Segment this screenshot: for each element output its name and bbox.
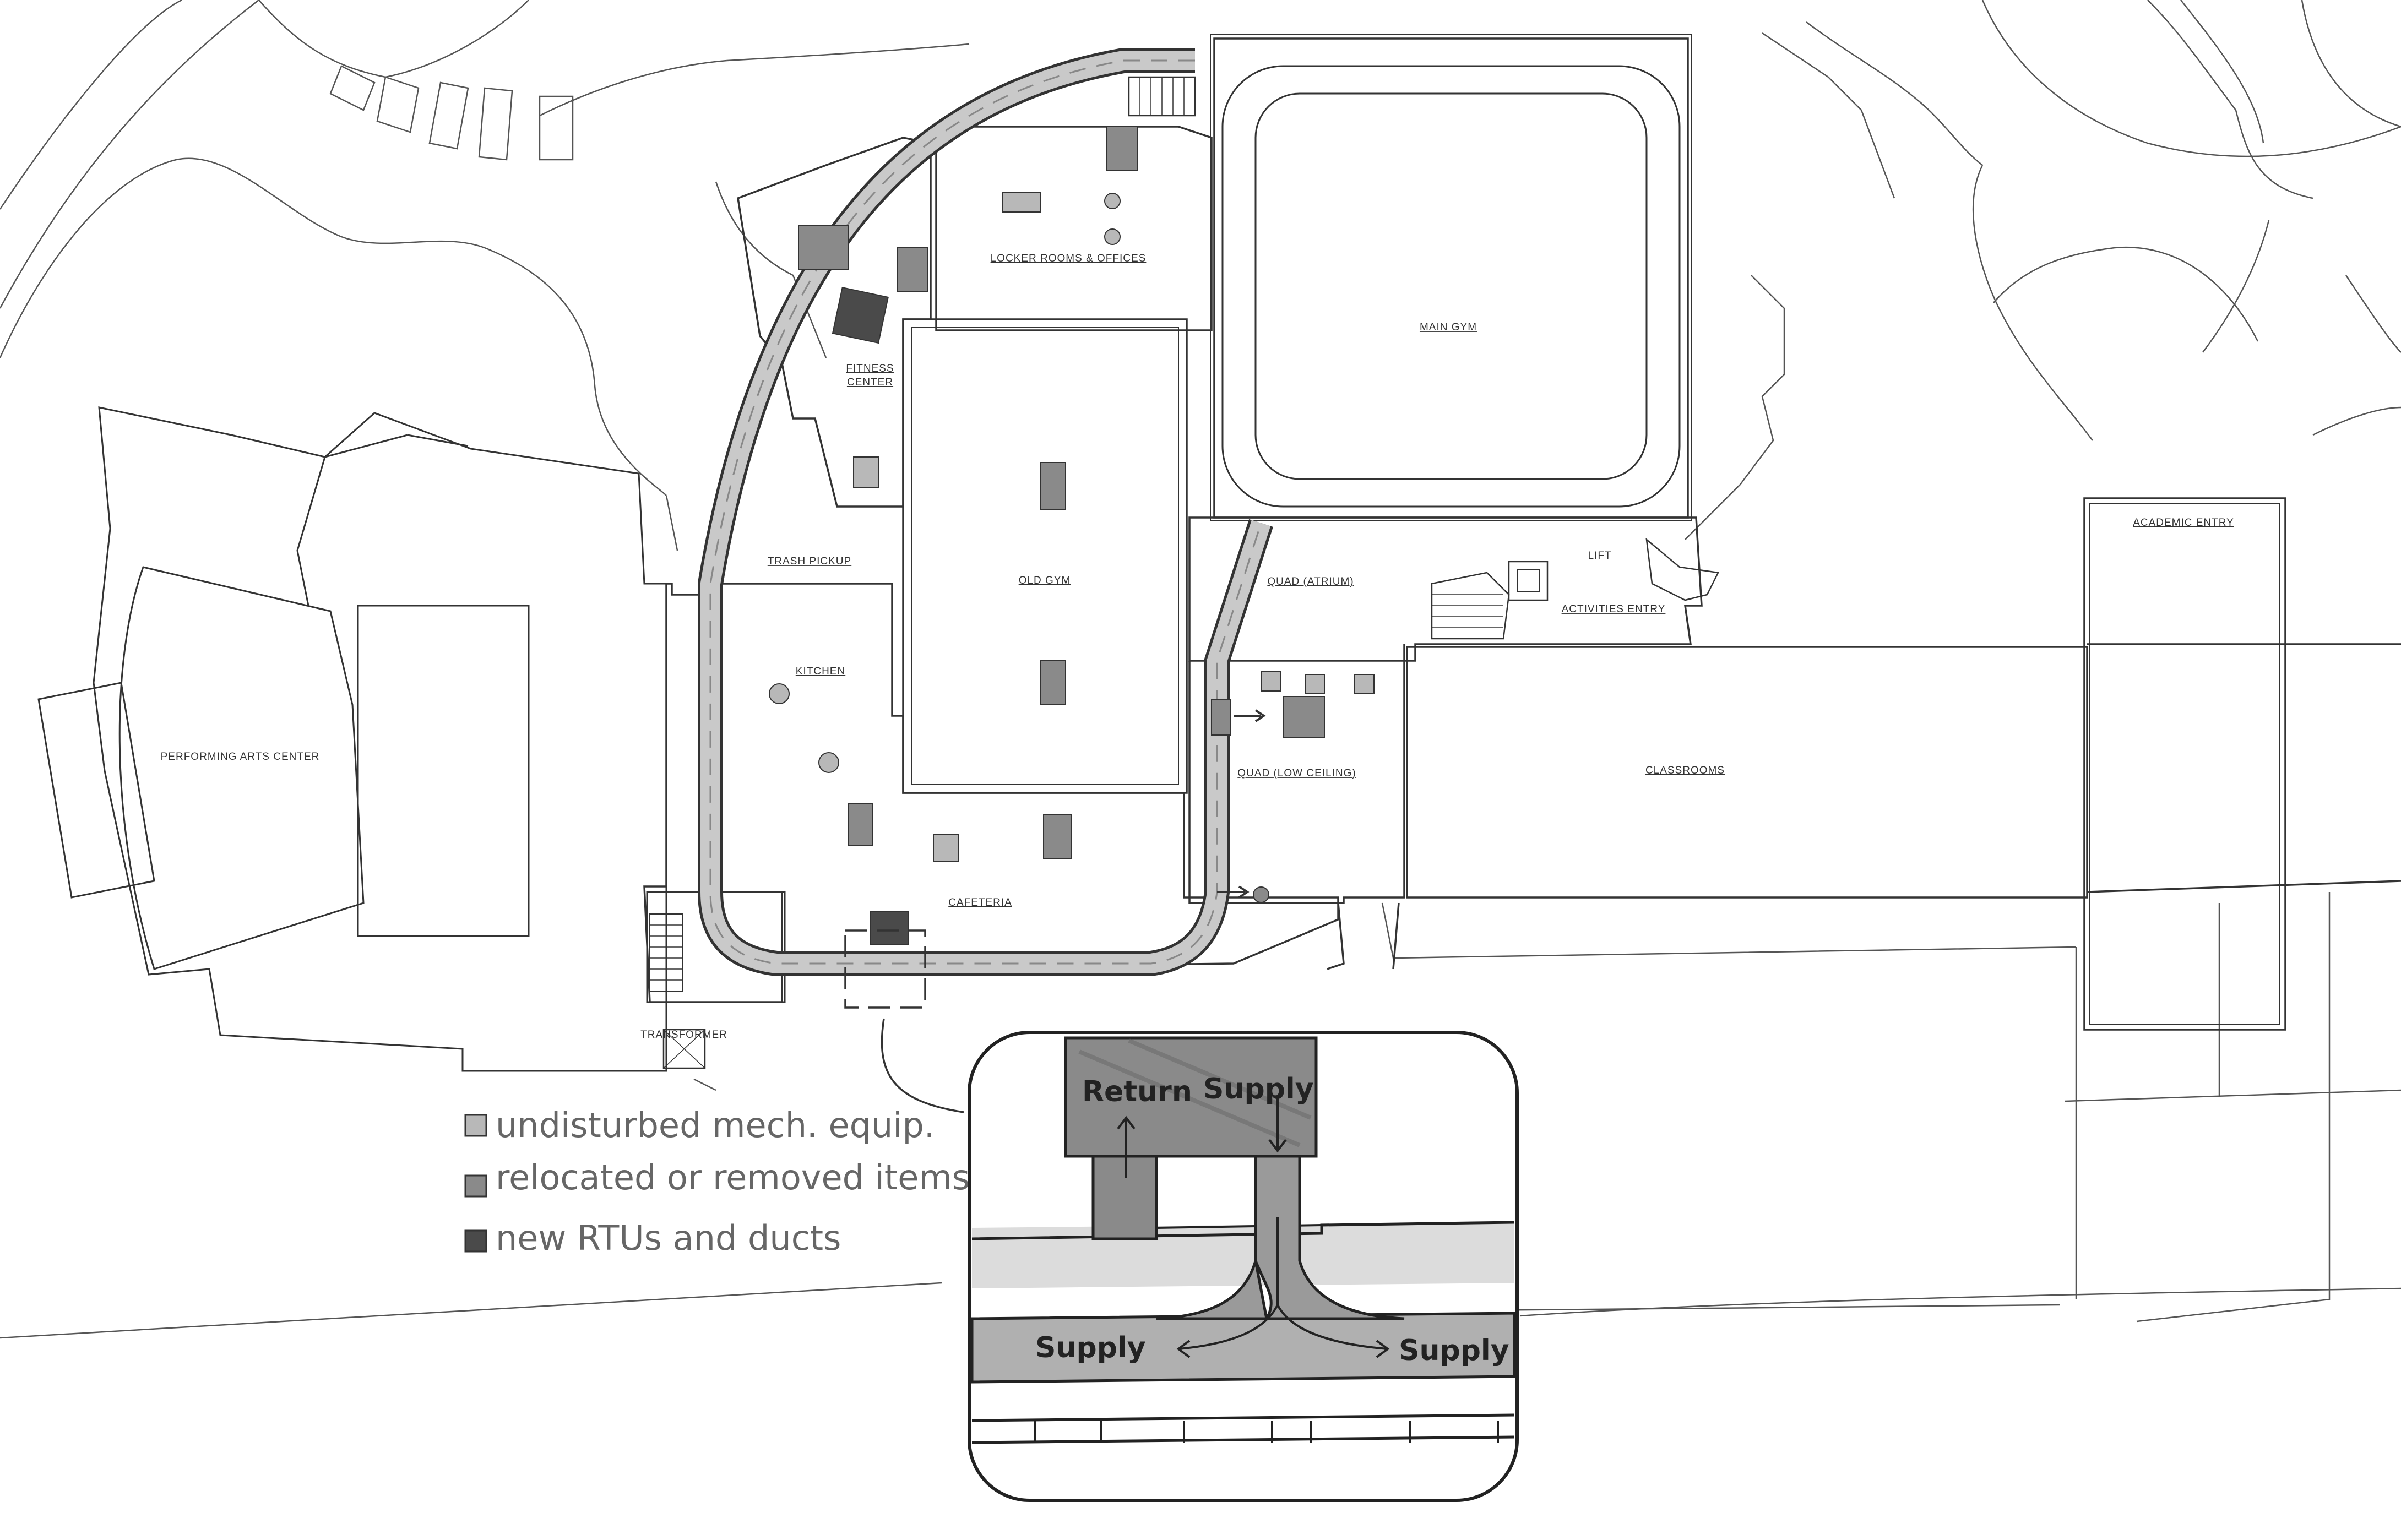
label-trash-pickup: TRASH PICKUP (768, 556, 851, 567)
relocated-unit (1043, 814, 1072, 859)
parking-spaces (329, 65, 574, 161)
relocated-unit (1106, 126, 1138, 171)
label-quad-atrium: QUAD (ATRIUM) (1267, 576, 1354, 587)
label-quad-low: QUAD (LOW CEILING) (1237, 768, 1356, 779)
label-fitness-2: CENTER (847, 377, 893, 388)
label-classrooms: CLASSROOMS (1645, 765, 1725, 776)
label-performing-arts: PERFORMING ARTS CENTER (161, 751, 320, 763)
relocated-unit (1211, 699, 1231, 736)
label-old-gym: OLD GYM (1019, 575, 1071, 586)
label-lift: LIFT (1588, 550, 1611, 562)
undisturbed-unit (818, 752, 839, 773)
legend-swatch-relocated (464, 1174, 487, 1198)
label-kitchen: KITCHEN (796, 666, 845, 677)
label-transformer: TRANSFORMER (640, 1029, 727, 1041)
relocated-unit (848, 803, 873, 846)
inset-supply-right-label: Supply (1399, 1334, 1509, 1367)
room-labels: PERFORMING ARTS CENTER LOCKER ROOMS & OF… (161, 253, 2234, 1041)
rtu-callout (844, 929, 964, 1113)
relocated-unit (1040, 660, 1066, 705)
undisturbed-unit (1104, 228, 1121, 245)
legend-swatch-new (464, 1229, 487, 1253)
relocated-unit (1040, 462, 1066, 510)
label-main-gym: MAIN GYM (1420, 322, 1477, 333)
undisturbed-unit (1002, 192, 1041, 213)
label-locker-rooms: LOCKER ROOMS & OFFICES (991, 253, 1147, 264)
new-rtu (832, 286, 889, 344)
performing-arts-center (37, 406, 667, 1072)
legend-relocated: relocated or removed items (496, 1157, 970, 1198)
mech-equipment (769, 126, 1375, 945)
label-cafeteria: CAFETERIA (948, 897, 1012, 908)
new-duct-loop (698, 48, 1273, 976)
label-fitness-1: FITNESS (846, 363, 894, 374)
inset-detail: Return Supply Supply Supply (968, 1031, 1519, 1502)
inset-return-label: Return (1082, 1075, 1192, 1108)
site-context (0, 0, 2401, 1339)
undisturbed-unit (1261, 671, 1281, 692)
relocated-unit (798, 225, 849, 270)
legend-undisturbed: undisturbed mech. equip. (496, 1105, 935, 1145)
undisturbed-unit (853, 456, 879, 488)
relocated-unit (897, 247, 928, 292)
undisturbed-unit (1104, 193, 1121, 209)
legend: undisturbed mech. equip. relocated or re… (464, 1105, 970, 1258)
inset-supply-left-label: Supply (1035, 1331, 1146, 1364)
inset-supply-top-label: Supply (1203, 1073, 1314, 1106)
new-rtu (870, 911, 909, 945)
relocated-unit (1283, 696, 1325, 738)
label-academic-entry: ACADEMIC ENTRY (2133, 517, 2234, 529)
undisturbed-unit (1305, 674, 1325, 694)
relocated-unit (1253, 886, 1269, 903)
label-activities-entry: ACTIVITIES ENTRY (1562, 603, 1666, 615)
undisturbed-unit (933, 834, 959, 862)
legend-swatch-undisturbed (464, 1114, 487, 1137)
legend-new-rtus: new RTUs and ducts (496, 1218, 841, 1258)
undisturbed-unit (769, 683, 790, 704)
undisturbed-unit (1354, 674, 1375, 694)
